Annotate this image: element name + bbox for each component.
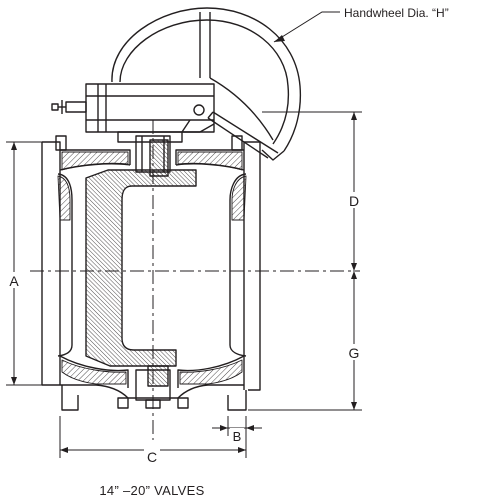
center-lines — [30, 120, 360, 440]
label-g-bg — [346, 344, 362, 360]
dimension-label-g: G — [349, 345, 360, 361]
dimension-label-b: B — [233, 429, 242, 444]
label-a-bg — [6, 272, 22, 288]
dimension-label-c: C — [147, 449, 157, 465]
casting-hatch — [57, 151, 247, 385]
handwheel-label: Handwheel Dia. “H” — [344, 6, 449, 20]
label-c-bg — [144, 443, 160, 459]
handwheel — [111, 7, 302, 161]
drawing-caption: 14” –20” VALVES — [99, 483, 204, 498]
dimension-label-a: A — [9, 273, 19, 289]
label-d-bg — [346, 192, 362, 208]
gear-operator — [51, 83, 215, 143]
plug — [85, 139, 197, 387]
dimension-label-d: D — [349, 193, 359, 209]
label-b-bg — [230, 428, 244, 444]
arrowheads — [11, 35, 357, 453]
